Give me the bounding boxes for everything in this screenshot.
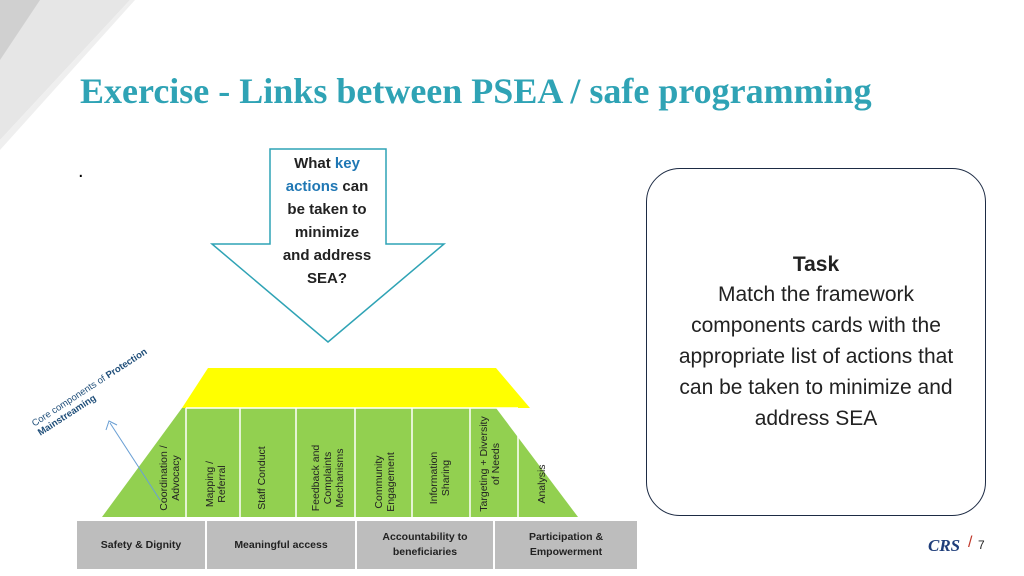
- base-safety-dignity: Safety & Dignity: [76, 520, 206, 570]
- arrow-question: What key actions can be taken to minimiz…: [282, 155, 372, 287]
- down-arrow-shape: [209, 148, 447, 343]
- pillar-feedback-complaints: Feedback and Complaints Mechanisms: [310, 444, 346, 512]
- task-body: Match the framework components cards wit…: [678, 282, 954, 430]
- pillar-targeting-diversity: Targeting + Diversity of Needs: [478, 416, 502, 512]
- pillar-mapping-referral: Mapping / Referral: [204, 460, 228, 508]
- base-meaningful-access: Meaningful access: [206, 520, 356, 570]
- page-number: 7: [978, 538, 985, 552]
- pillar-staff-conduct: Staff Conduct: [256, 446, 268, 510]
- crs-logo: CRS: [928, 536, 961, 555]
- pillar-coordination-advocacy: Coordination / Advocacy: [158, 445, 182, 511]
- pillar-analysis: Analysis: [536, 464, 548, 504]
- task-box: Task Match the framework components card…: [646, 168, 986, 516]
- bullet-placeholder: .: [78, 160, 84, 182]
- page-title: Exercise - Links between PSEA / safe pro…: [80, 71, 872, 111]
- pillar-community-engagement: Community Engagement: [373, 452, 397, 512]
- roof: [182, 368, 530, 408]
- base-accountability: Accountability to beneficiaries: [356, 520, 494, 570]
- pillars-body: [102, 408, 578, 517]
- corner-decoration: [0, 0, 135, 150]
- task-title: Task: [792, 252, 840, 276]
- pillar-dividers: [185, 407, 519, 517]
- pillar-information-sharing: Information Sharing: [428, 451, 452, 505]
- footer-slash: /: [968, 534, 973, 551]
- base-participation: Participation & Empowerment: [494, 520, 638, 570]
- framework-structure: [102, 368, 578, 517]
